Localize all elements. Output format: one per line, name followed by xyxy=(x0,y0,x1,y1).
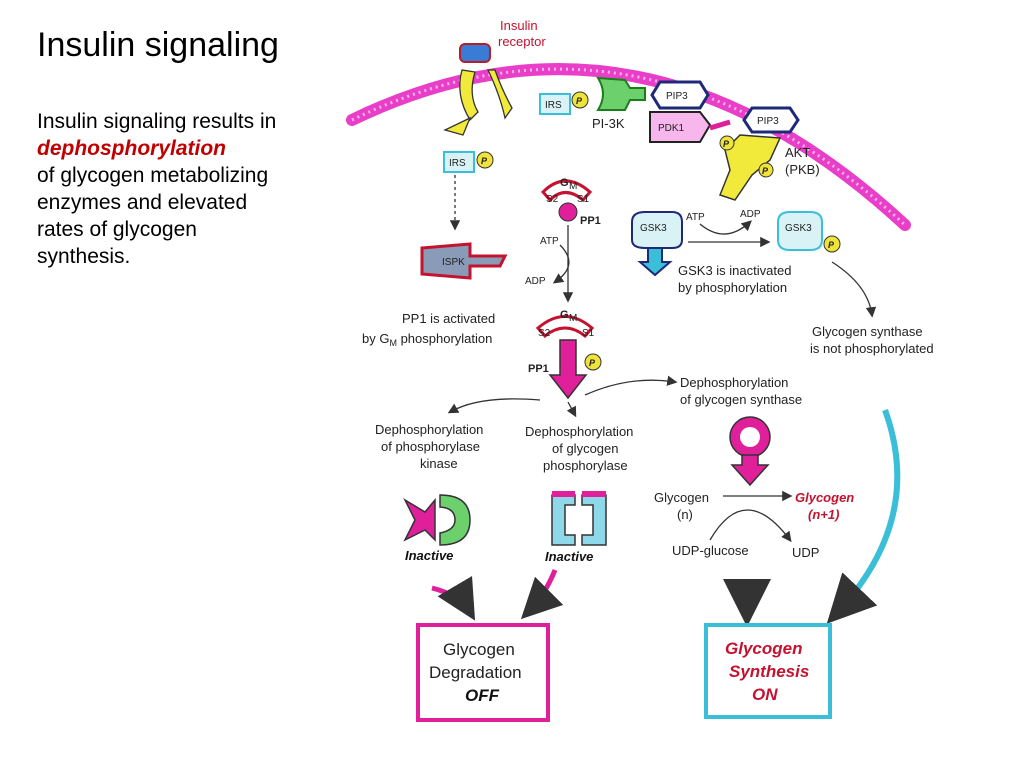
dephos-pk-label-2: of phosphorylase xyxy=(381,439,480,454)
insulin-receptor-icon xyxy=(443,43,513,136)
gsk3-label-right: GSK3 xyxy=(785,223,812,234)
gm-label-mid: G xyxy=(560,309,569,321)
degradation-box-line2: Degradation xyxy=(429,663,522,682)
dephos-gs-label-1: Dephosphorylation xyxy=(680,375,788,390)
adp-label-right: ADP xyxy=(740,209,761,220)
gm-sub-mid: M xyxy=(569,313,577,324)
body-emphasis: dephosphorylation xyxy=(37,137,226,160)
synthesis-box-line2: Synthesis xyxy=(729,662,809,681)
pi3k-shape xyxy=(596,76,646,111)
dephos-gp-label-2: of glycogen xyxy=(552,441,619,456)
gm-sub-top: M xyxy=(569,181,577,192)
s1-label-top: S1 xyxy=(577,194,590,205)
pdk1-shape xyxy=(649,111,712,143)
ispk-shape xyxy=(420,242,508,280)
s2-label-top: S2 xyxy=(546,194,559,205)
glycogen-n-label-1: Glycogen xyxy=(654,490,709,505)
synthesis-box-line1: Glycogen xyxy=(725,639,802,658)
akt-label-1: AKT xyxy=(785,145,810,160)
pi3k-label: PI-3K xyxy=(592,116,625,131)
atp-label-right: ATP xyxy=(686,212,705,223)
gsk3-inactivated-label-1: GSK3 is inactivated xyxy=(678,263,791,278)
pdk1-label: PDK1 xyxy=(658,123,685,134)
akt-label-2: (PKB) xyxy=(785,162,820,177)
pip3-label-2: PIP3 xyxy=(757,116,779,127)
irs-label-left: IRS xyxy=(449,158,466,169)
dephos-pk-label-1: Dephosphorylation xyxy=(375,422,483,437)
inactive-label-1: Inactive xyxy=(405,548,453,563)
p-label-akt1: P xyxy=(723,139,730,149)
p-label: P xyxy=(576,96,583,106)
gsk3-inactivated-label-2: by phosphorylation xyxy=(678,280,787,295)
pp1-circle-top xyxy=(558,202,578,222)
glycogen-phosphorylase-icon xyxy=(551,494,576,546)
p-circle xyxy=(571,91,589,109)
synthesis-box-line3: ON xyxy=(752,685,778,704)
dephos-gp-label-1: Dephosphorylation xyxy=(525,424,633,439)
irs-box-left xyxy=(443,151,475,173)
dephos-gp-label-3: phosphorylase xyxy=(543,458,628,473)
dephos-gs-label-2: of glycogen synthase xyxy=(680,392,802,407)
p-label-pp1: P xyxy=(589,358,596,368)
p-label-gsk3: P xyxy=(828,240,835,250)
pip3-label: PIP3 xyxy=(666,91,688,102)
pip3-hexagon xyxy=(650,80,710,110)
insulin-receptor-label-2: receptor xyxy=(498,34,546,49)
s1-label-mid: S1 xyxy=(582,328,595,339)
slide-title: Insulin signaling xyxy=(37,26,279,64)
pip3-hexagon-2 xyxy=(742,106,800,134)
pp1-label-top: PP1 xyxy=(580,215,601,227)
glycogen-n-label-2: (n) xyxy=(677,507,693,522)
degradation-box-line3: OFF xyxy=(465,686,500,705)
glycogen-degradation-box xyxy=(416,623,550,722)
glycogen-synthesis-box xyxy=(704,623,832,719)
slide-body-text: Insulin signaling results in dephosphory… xyxy=(37,108,287,270)
gm-shape-top xyxy=(540,179,593,203)
phosphorylase-kinase-icon xyxy=(403,497,436,542)
pp1-label-mid: PP1 xyxy=(528,363,549,375)
gs-not-phos-label-1: Glycogen synthase xyxy=(812,324,923,339)
atp-label-left: ATP xyxy=(540,236,559,247)
body-line2: of glycogen metabolizing enzymes and ele… xyxy=(37,164,269,268)
p-label-akt2: P xyxy=(762,166,769,176)
pp1-activated-label-2: by GM phosphorylation xyxy=(362,331,492,348)
udp-glucose-label: UDP-glucose xyxy=(672,543,749,558)
gm-label-top: G xyxy=(560,177,569,189)
gsk3-shape-left xyxy=(631,211,683,249)
akt-shape xyxy=(719,134,782,201)
gsk3-label-left: GSK3 xyxy=(640,223,667,234)
gm-shape-mid xyxy=(535,315,595,339)
irs-label-top: IRS xyxy=(545,100,562,111)
pp1-arrow-shape xyxy=(548,339,588,400)
irs-box-top xyxy=(539,93,571,115)
adp-label-left: ADP xyxy=(525,276,546,287)
gsk3-shape-right xyxy=(777,211,823,251)
p-label-irs: P xyxy=(481,156,488,166)
insulin-receptor-label-1: Insulin xyxy=(500,18,538,33)
glycogen-n1-label-1: Glycogen xyxy=(795,490,854,505)
udp-label: UDP xyxy=(792,545,819,560)
glycogen-n1-label-2: (n+1) xyxy=(808,507,839,522)
s2-label-mid: S2 xyxy=(538,328,551,339)
body-line1: Insulin signaling results in xyxy=(37,110,277,133)
dephos-pk-label-3: kinase xyxy=(420,456,458,471)
ispk-label: ISPK xyxy=(442,257,465,268)
pdk1-arrow xyxy=(709,119,731,131)
pp1-activated-label-1: PP1 is activated xyxy=(402,311,495,326)
inactive-label-2: Inactive xyxy=(545,549,593,564)
degradation-box-line1: Glycogen xyxy=(443,640,515,659)
gs-not-phos-label-2: is not phosphorylated xyxy=(810,341,934,356)
cell-membrane xyxy=(346,63,911,231)
